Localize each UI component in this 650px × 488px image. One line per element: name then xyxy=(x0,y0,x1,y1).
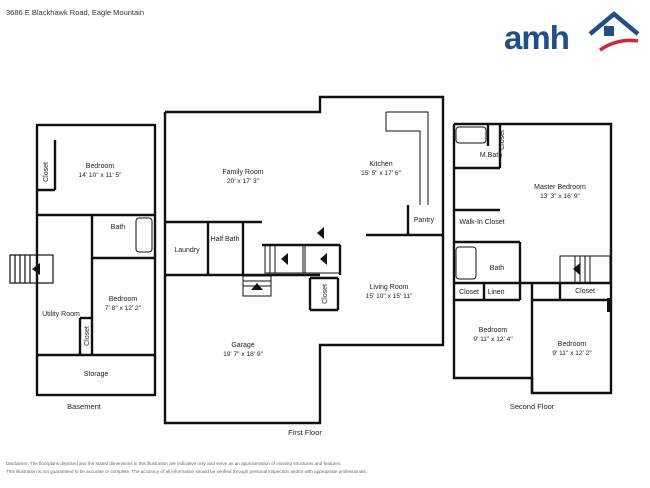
first-floor-label: First Floor xyxy=(288,428,322,437)
walkin-closet-label: Walk-In Closet xyxy=(459,219,504,226)
bsmt-bedroom2-label: Bedroom xyxy=(109,296,138,303)
second-bedroom-left-dims: 9' 11" x 12' 4" xyxy=(473,336,513,343)
master-bedroom-label: Master Bedroom xyxy=(534,184,586,191)
family-room-dims: 20' x 17' 3" xyxy=(227,178,260,185)
stair-arrows xyxy=(32,227,611,312)
garage-dims: 19' 7" x 18' 9" xyxy=(223,351,263,358)
second-closet-right-label: Closet xyxy=(575,288,595,295)
family-room-label: Family Room xyxy=(222,169,263,176)
disclaimer-line-2: This illustration is not guaranteed to b… xyxy=(6,469,367,474)
logo-text: amh xyxy=(504,19,570,56)
second-floor-label: Second Floor xyxy=(510,402,555,411)
first-floor-stair xyxy=(242,244,341,297)
property-address: 3686 E Blackhawk Road, Eagle Mountain xyxy=(6,8,145,17)
linen-label: Linen xyxy=(487,289,504,296)
bsmt-closet1-label: Closet xyxy=(43,162,50,182)
second-bedroom-left-label: Bedroom xyxy=(479,327,508,334)
kitchen-counters xyxy=(385,111,429,205)
bsmt-closet2-label: Closet xyxy=(84,326,91,346)
second-closet-left-label: Closet xyxy=(459,289,479,296)
first-floor-plan xyxy=(163,95,445,425)
second-bath-label: Bath xyxy=(490,265,505,272)
bsmt-storage-label: Storage xyxy=(84,371,109,378)
master-bedroom-dims: 13' 3" x 16' 9" xyxy=(540,193,580,200)
living-room-dims: 15' 10" x 15' 11" xyxy=(366,293,413,300)
mbath-label: M.Bath xyxy=(480,152,502,159)
amh-logo: amh xyxy=(504,8,644,56)
living-room-label: Living Room xyxy=(370,284,409,291)
basement-stair xyxy=(9,254,54,284)
laundry-label: Laundry xyxy=(174,247,200,254)
first-closet-label: Closet xyxy=(322,284,329,304)
bsmt-bedroom-label: Bedroom xyxy=(86,163,115,170)
garage-label: Garage xyxy=(231,342,254,349)
kitchen-dims: 15' 5" x 17' 6" xyxy=(361,170,401,177)
second-closet-top-label: Closet xyxy=(499,130,506,150)
bsmt-bedroom-dims: 14' 10" x 11' 5" xyxy=(78,172,122,179)
house-roof-icon xyxy=(588,11,640,52)
second-bedroom-right-label: Bedroom xyxy=(558,341,587,348)
kitchen-label: Kitchen xyxy=(369,161,392,168)
bathtubs xyxy=(135,126,487,280)
disclaimer-line-1: Disclaimer: The floorplans depicted and … xyxy=(6,461,342,466)
second-bedroom-right-dims: 9' 11" x 12' 2" xyxy=(552,350,592,357)
bsmt-utility-label: Utility Room xyxy=(42,311,80,318)
bsmt-bedroom2-dims: 7' 8" x 12' 2" xyxy=(105,305,142,312)
pantry-label: Pantry xyxy=(414,217,435,224)
bsmt-bath-label: Bath xyxy=(111,224,126,231)
basement-plan xyxy=(35,123,157,397)
second-floor-stair xyxy=(559,255,611,284)
half-bath-label: Half Bath xyxy=(211,236,240,243)
basement-floor-label: Basement xyxy=(67,402,102,411)
